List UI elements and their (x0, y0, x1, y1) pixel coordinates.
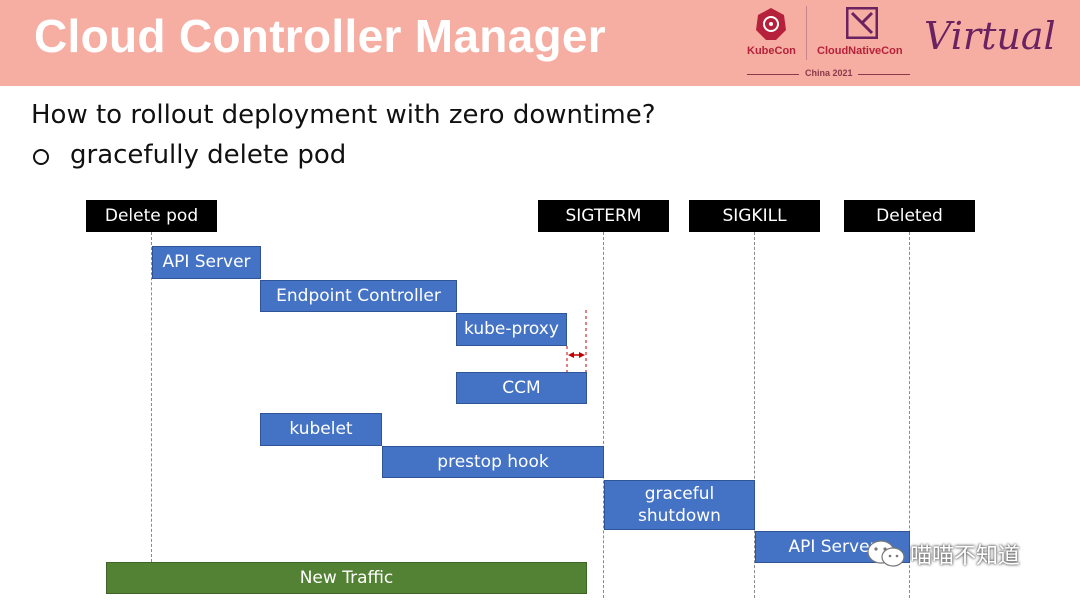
graceful-line-1: graceful (644, 483, 715, 504)
logo-divider (806, 6, 807, 60)
china-divider-left (747, 74, 799, 75)
step-prestop-hook: prestop hook (382, 446, 604, 478)
event-delete-pod: Delete pod (86, 200, 217, 232)
cloudnativecon-label: CloudNativeCon (817, 45, 903, 57)
step-ccm: CCM (456, 372, 587, 404)
kubecon-label: KubeCon (747, 45, 796, 57)
timeline-sigkill (754, 232, 755, 598)
cncf-logo-icon (846, 7, 878, 39)
graceful-line-2: shutdown (638, 506, 721, 526)
watermark: 喵喵不知道 (866, 538, 1020, 570)
timeline-sigterm (603, 232, 604, 598)
china-divider-right (858, 74, 910, 75)
step-kubelet: kubelet (260, 413, 382, 446)
question-text: How to rollout deployment with zero down… (31, 100, 656, 130)
watermark-text: 喵喵不知道 (910, 544, 1021, 569)
event-sigterm: SIGTERM (538, 200, 669, 232)
wechat-icon (867, 540, 905, 567)
step-api-server: API Server (152, 246, 261, 279)
new-traffic-bar: New Traffic (106, 562, 587, 594)
step-graceful-shutdown: graceful shutdown (604, 480, 755, 530)
timeline-deleted (909, 232, 910, 598)
step-endpoint-controller: Endpoint Controller (260, 280, 457, 312)
step-kube-proxy: kube-proxy (456, 313, 567, 346)
event-sigkill: SIGKILL (689, 200, 820, 232)
kubecon-logo-icon (756, 8, 786, 40)
timeline-delete-pod (151, 232, 152, 562)
bullet-circle-icon (33, 149, 49, 165)
event-deleted: Deleted (844, 200, 975, 232)
slide-header: Cloud Controller Manager KubeCon CloudNa… (0, 0, 1080, 86)
slide-title: Cloud Controller Manager (34, 10, 607, 62)
event-year-label: China 2021 (805, 68, 853, 78)
bullet-text: gracefully delete pod (70, 140, 347, 170)
virtual-label: Virtual (924, 14, 1056, 58)
